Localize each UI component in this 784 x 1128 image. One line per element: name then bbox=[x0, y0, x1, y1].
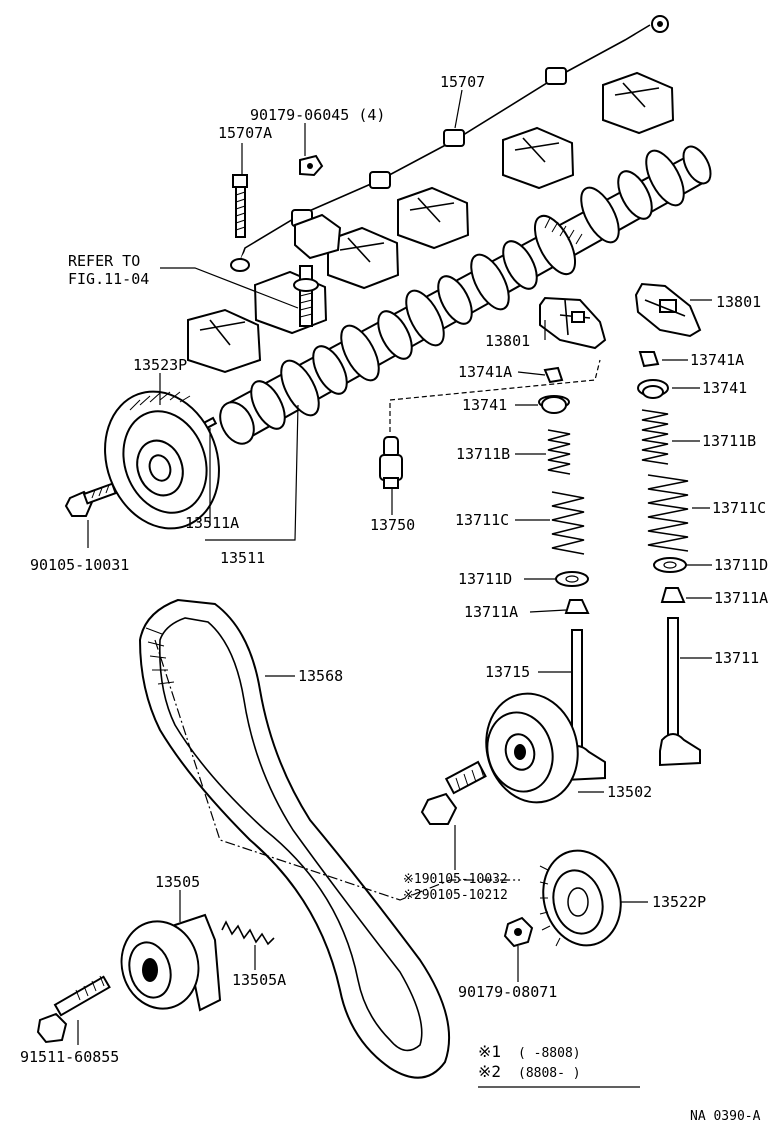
leader-lines bbox=[77, 89, 712, 1088]
label-refer-to-line2: FIG.11-04 bbox=[68, 270, 149, 288]
label-90105-10212: ※290105-10212 bbox=[403, 888, 508, 903]
applicability-notes: ※1 ( -8808) ※2 (8808- ) NA 0390-A bbox=[478, 1042, 761, 1124]
label-91511-60855: 91511-60855 bbox=[20, 1048, 119, 1066]
camshaft-timing-pulley bbox=[104, 390, 220, 530]
label-13511: 13511 bbox=[220, 549, 265, 567]
crankshaft-timing-pulley bbox=[539, 849, 622, 947]
label-90105-10031: 90105-10031 bbox=[30, 556, 129, 574]
label-13523P: 13523P bbox=[133, 356, 187, 374]
idler-bolt bbox=[420, 760, 487, 825]
label-13711C-right: 13711C bbox=[712, 499, 766, 517]
part-labels: 15707 90179-06045 (4) 15707A REFER TO FI… bbox=[20, 73, 768, 1066]
label-13711D-left: 13711D bbox=[458, 570, 512, 588]
note-2-range: (8808- ) bbox=[518, 1066, 581, 1081]
rocker-arm-right bbox=[634, 282, 702, 338]
label-refer-to-line1: REFER TO bbox=[68, 252, 140, 270]
label-13801-left: 13801 bbox=[485, 332, 530, 350]
label-13741-left: 13741 bbox=[462, 396, 507, 414]
note-2-mark: ※2 bbox=[478, 1062, 501, 1081]
stud-bolt bbox=[293, 265, 319, 327]
figure-code: NA 0390-A bbox=[690, 1109, 761, 1124]
note-1-mark: ※1 bbox=[478, 1042, 501, 1061]
label-13568: 13568 bbox=[298, 667, 343, 685]
timing-belt bbox=[138, 598, 451, 1079]
label-13522P: 13522P bbox=[652, 893, 706, 911]
tensioner-bolt bbox=[36, 975, 111, 1044]
label-13502: 13502 bbox=[607, 783, 652, 801]
label-13741-right: 13741 bbox=[702, 379, 747, 397]
crank-pulley-nut bbox=[503, 916, 534, 948]
label-90105-10032: ※190105-10032 bbox=[403, 872, 508, 887]
label-15707: 15707 bbox=[440, 73, 485, 91]
label-13711B-left: 13711B bbox=[456, 445, 510, 463]
label-13711B-right: 13711B bbox=[702, 432, 756, 450]
valve-lifter bbox=[379, 436, 403, 489]
valve-stack-right bbox=[637, 351, 701, 767]
timing-belt-tensioner bbox=[120, 913, 222, 1012]
cap-nut bbox=[299, 154, 324, 177]
tension-spring bbox=[221, 920, 275, 946]
label-13511A: 13511A bbox=[185, 514, 239, 532]
label-90179-06045: 90179-06045 (4) bbox=[250, 106, 385, 124]
label-13741A-left: 13741A bbox=[458, 363, 512, 381]
pulley-bolt bbox=[64, 482, 117, 517]
label-13711: 13711 bbox=[714, 649, 759, 667]
label-13801-right: 13801 bbox=[716, 293, 761, 311]
label-90179-08071: 90179-08071 bbox=[458, 983, 557, 1001]
idler-pulley bbox=[485, 692, 579, 804]
label-13505A: 13505A bbox=[232, 971, 286, 989]
rocker-arm-left bbox=[539, 296, 607, 350]
camshaft bbox=[219, 145, 712, 445]
label-13711A-right: 13711A bbox=[714, 589, 768, 607]
label-13741A-right: 13741A bbox=[690, 351, 744, 369]
label-13750: 13750 bbox=[370, 516, 415, 534]
label-13505: 13505 bbox=[155, 873, 200, 891]
label-13711A-left: 13711A bbox=[464, 603, 518, 621]
label-13711D-right: 13711D bbox=[714, 556, 768, 574]
union-bolt bbox=[232, 174, 248, 238]
note-1-range: ( -8808) bbox=[518, 1046, 581, 1061]
label-13711C-left: 13711C bbox=[455, 511, 509, 529]
label-15707A: 15707A bbox=[218, 124, 272, 142]
label-13715: 13715 bbox=[485, 663, 530, 681]
